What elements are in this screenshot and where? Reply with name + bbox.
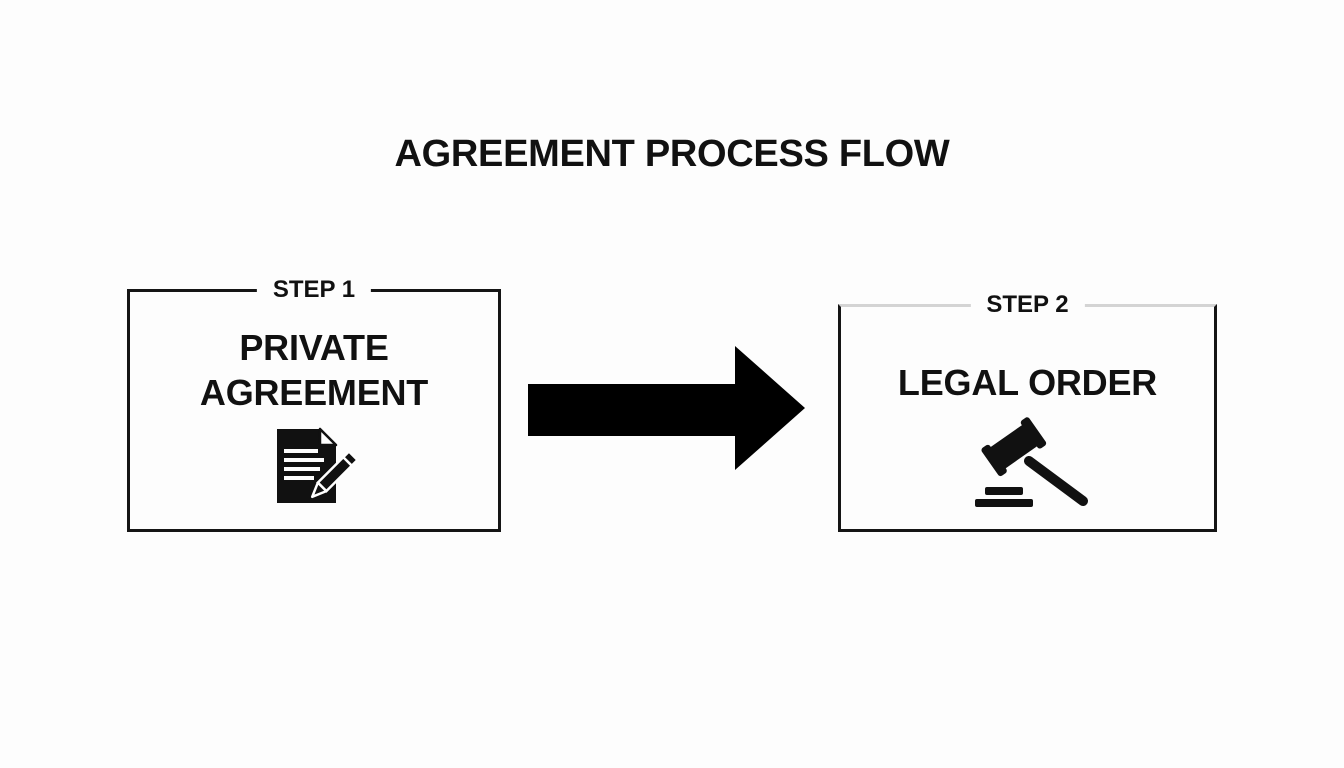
step-1-box: STEP 1 PRIVATE AGREEMENT xyxy=(127,275,501,532)
step-1-title-line-2: AGREEMENT xyxy=(199,372,429,413)
arrow-right-icon xyxy=(528,346,805,470)
step-1-title: PRIVATE AGREEMENT xyxy=(130,325,498,415)
gavel-icon xyxy=(975,417,1088,507)
step-2-box: STEP 2 LEGAL ORDER xyxy=(838,290,1217,532)
diagram-title: AGREEMENT PROCESS FLOW xyxy=(394,133,950,175)
step-2-label: STEP 2 xyxy=(970,290,1085,320)
step-1-title-line-1: PRIVATE xyxy=(239,327,389,368)
step-2-title-line-1: LEGAL ORDER xyxy=(897,362,1158,403)
step-2-title: LEGAL ORDER xyxy=(841,360,1214,405)
document-signature-icon xyxy=(277,427,360,503)
step-1-label: STEP 1 xyxy=(256,275,372,305)
